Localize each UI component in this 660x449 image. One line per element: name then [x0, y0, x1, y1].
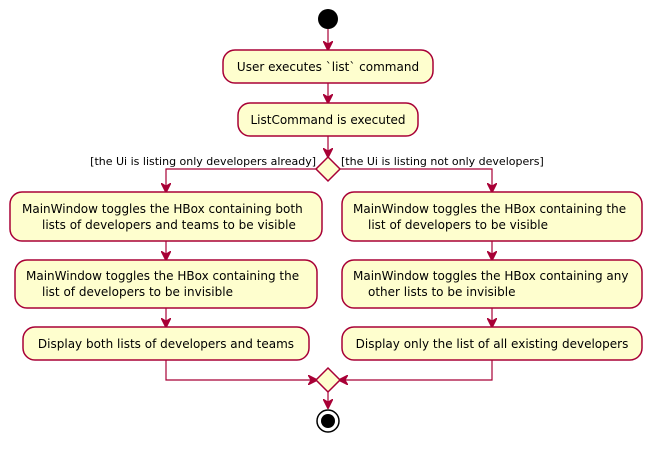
activity-left-1-line-2: lists of developers and teams to be visi…	[42, 218, 296, 232]
activity-left-3-label: Display both lists of developers and tea…	[38, 337, 294, 351]
activity-right-3: Display only the list of all existing de…	[341, 326, 643, 361]
activity-right-1: MainWindow toggles the HBox containing t…	[341, 191, 643, 242]
activity-left-2-line-1: MainWindow toggles the HBox containing t…	[26, 269, 299, 283]
decision-diamond	[314, 155, 342, 183]
edge-right3-merge	[339, 360, 493, 380]
activity-right-2: MainWindow toggles the HBox containing a…	[341, 259, 643, 309]
edge-decision-left	[166, 168, 318, 192]
guard-right-label: [the Ui is listing not only developers]	[341, 155, 544, 168]
activity-left-2-line-2: list of developers to be invisible	[42, 285, 233, 299]
edge-left3-merge	[165, 360, 317, 380]
merge-diamond	[314, 366, 342, 394]
activity-right-3-label: Display only the list of all existing de…	[356, 337, 629, 351]
activity-left-2: MainWindow toggles the HBox containing t…	[14, 259, 318, 309]
edges	[166, 29, 492, 408]
activity-list-executed: ListCommand is executed	[237, 102, 419, 137]
start-node	[318, 9, 338, 29]
activity-right-1-line-2: list of developers to be visible	[368, 218, 548, 232]
activity-list-executed-label: ListCommand is executed	[250, 113, 405, 127]
end-node	[316, 409, 340, 433]
guard-left-label: [the Ui is listing only developers alrea…	[90, 155, 316, 168]
activity-user-executes: User executes `list` command	[222, 49, 434, 84]
activity-right-2-line-1: MainWindow toggles the HBox containing a…	[353, 269, 628, 283]
activity-left-3: Display both lists of developers and tea…	[22, 326, 310, 361]
activity-left-1: MainWindow toggles the HBox containing b…	[9, 191, 323, 242]
activity-right-2-line-2: other lists to be invisible	[368, 285, 515, 299]
activity-left-1-line-1: MainWindow toggles the HBox containing b…	[22, 202, 303, 216]
activity-user-executes-label: User executes `list` command	[237, 60, 419, 74]
activity-right-1-line-1: MainWindow toggles the HBox containing t…	[353, 202, 626, 216]
edge-decision-right	[338, 168, 492, 192]
